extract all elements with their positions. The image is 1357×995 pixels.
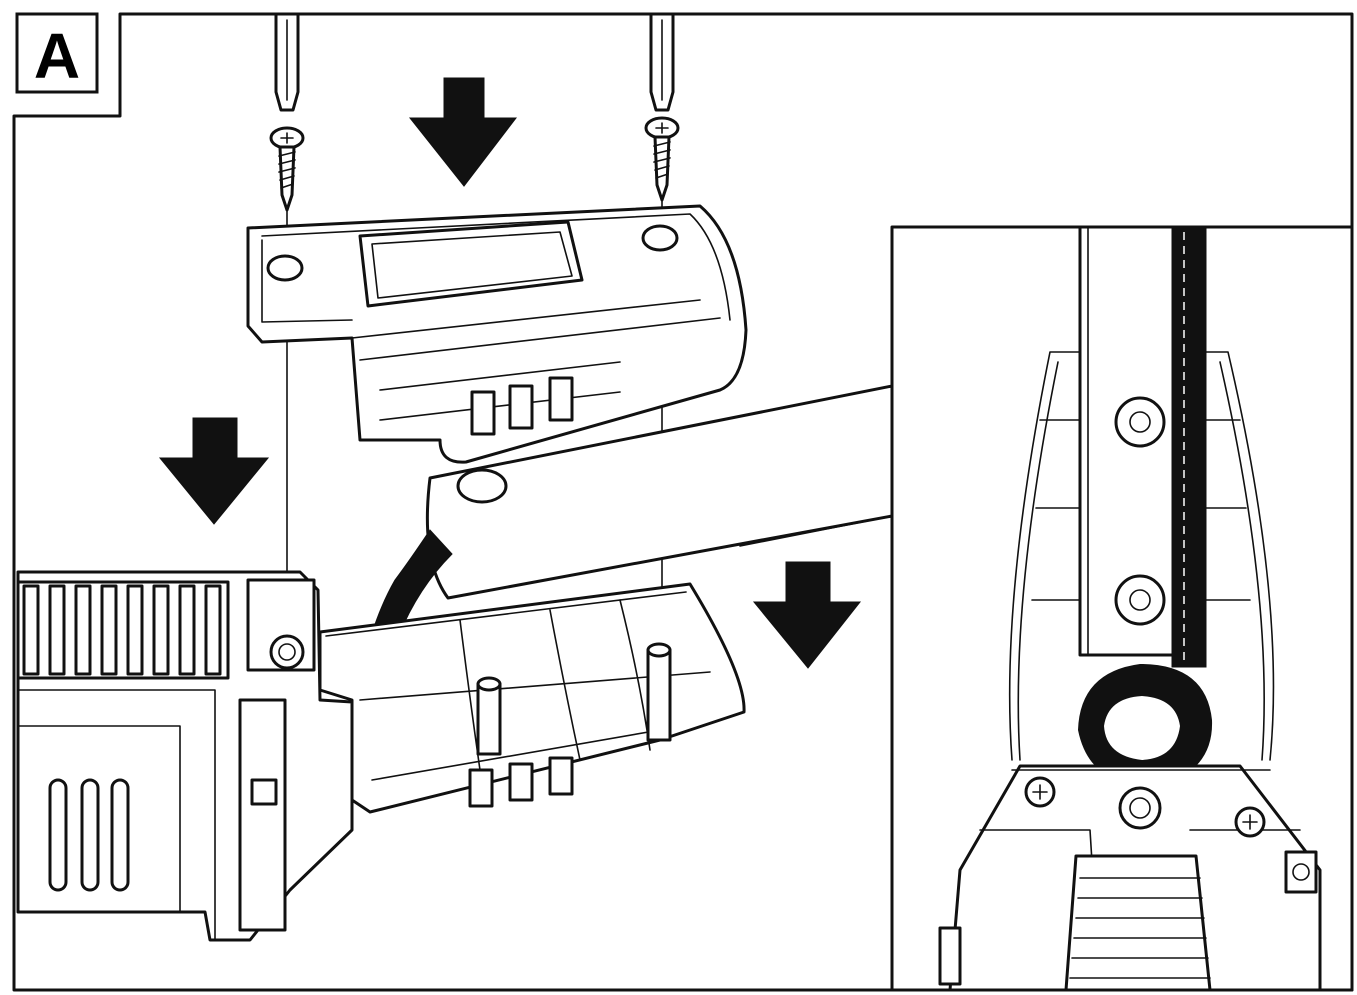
step-label-box: [15, 12, 99, 94]
screw-hole: [269, 634, 305, 670]
down-arrow-icon: [158, 417, 270, 525]
down-arrow-icon: [408, 77, 518, 187]
detail-inset: [890, 225, 1354, 992]
zoom-leader-top: [719, 385, 893, 421]
cooling-vents: [22, 584, 222, 676]
lower-housing: [318, 582, 746, 814]
down-arrow-icon: [752, 561, 862, 669]
screw-left: [269, 126, 305, 212]
figure-frame: [12, 12, 1354, 992]
tube-shaft: [425, 384, 894, 600]
cable-loop: [1078, 664, 1213, 787]
step-label: A: [34, 20, 80, 92]
cable-strip: [1171, 226, 1207, 668]
screwdriver-left: [274, 12, 300, 112]
upper-cover: [246, 204, 748, 468]
zoom-leader-bottom: [739, 515, 893, 547]
screwdriver-right: [649, 12, 675, 112]
motor-body: [16, 570, 354, 942]
screw-right: [644, 116, 680, 202]
